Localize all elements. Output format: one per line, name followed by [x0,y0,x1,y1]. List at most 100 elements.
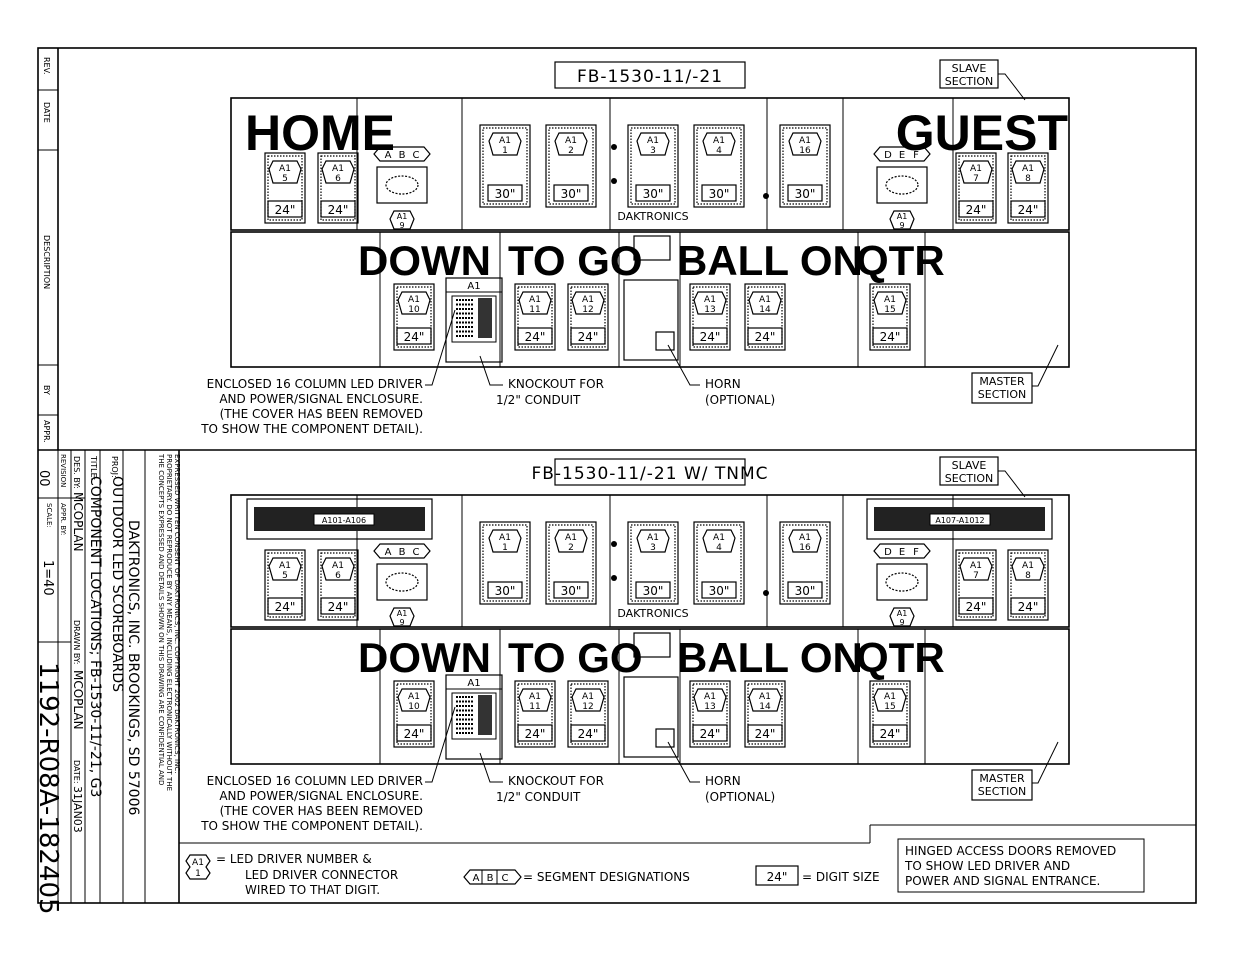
digit-led-area [1010,155,1046,221]
master-leader-line [1032,741,1059,784]
driver-id: A1 [529,295,541,305]
driver-id: A1 [397,212,408,221]
model-title-box [554,458,746,486]
digit-size: 30" [561,584,582,598]
digit-led-area [958,155,994,221]
driver-symbol-icon [185,854,211,880]
digit-led-area [396,286,432,348]
enclosure-leader-line [425,706,456,783]
driver-number: 16 [799,543,811,553]
digit-frame [955,549,997,621]
digit-led-area [320,155,356,221]
digit-led-area [267,155,303,221]
enclosure-note-3: (THE COVER HAS BEEN REMOVED [220,407,423,421]
digit-led-area [570,683,606,745]
upper-section [230,494,1070,628]
driver-number: 9 [899,618,904,627]
digit-frame [627,521,679,605]
model-title-box [554,61,746,89]
digit-size: 30" [795,187,816,201]
driver-number: 14 [759,702,771,712]
upper-section [230,97,1070,231]
driver-number: 9 [399,221,404,230]
digit-size-box [267,597,303,615]
digit-led-area [482,524,528,602]
driver-id: A1 [704,295,716,305]
driver-id: A1 [582,295,594,305]
segment-letter: F [913,547,919,558]
digit-led-area [747,286,783,348]
digit-frame [545,521,597,605]
segment-symbol-icon [463,869,522,885]
digit-size-box [787,581,823,599]
model-title: FB-1530-11/-21 W/ TNMC [531,464,768,484]
hinged-note-3: POWER AND SIGNAL ENTRANCE. [905,874,1100,888]
to-go-caption: TO GO [508,634,643,681]
driver-tag-icon [959,160,993,184]
segment-label-icon [873,146,931,162]
digit-size: 24" [328,203,349,217]
segment-letter: E [899,150,905,161]
legend-seg-c: C [502,873,509,884]
driver-number: 9 [399,618,404,627]
digit-frame [264,152,306,224]
digit-size-box [692,327,728,345]
driver-tag-icon [788,132,822,156]
brand-name: DAKTRONICS [617,210,688,223]
model-title: FB-1530-11/-21 [577,67,723,87]
ball-on-caption: BALL ON [677,237,863,284]
legend-driver-text-2: LED DRIVER CONNECTOR [245,868,398,882]
tnmc-left-label: A101-A106 [322,516,366,525]
appr-by-label: APPR. BY: [59,503,67,535]
digit-frame [779,124,831,208]
driver-enclosure: A1 [445,277,503,363]
to-go-caption: TO GO [508,237,643,284]
digit-size-box [320,597,356,615]
tnmc-right-label-box [929,513,991,526]
enclosure-leader-line [425,309,456,386]
drawing-number: 1192-R08A-182405 [33,662,63,915]
legend-driver-bottom: 1 [195,869,201,879]
driver-number: 5 [282,174,288,184]
driver-number: 15 [884,702,895,712]
colon-dot [611,178,617,184]
revision-number: 00 [36,470,51,487]
decimal-dot [763,590,769,596]
digit-frame [744,680,786,748]
digit-led-area [570,286,606,348]
master-label-box [971,769,1033,801]
driver-id: A1 [408,295,420,305]
digit-size-box [553,184,589,202]
enclosure-frame [445,277,503,363]
driver-tag-icon [889,210,915,230]
driver-number: 12 [582,702,593,712]
driver-number: 12 [582,305,593,315]
digit-frame [1007,549,1049,621]
driver-id: A1 [799,533,811,543]
segment-label-icon [873,543,931,559]
digit-size: 24" [700,727,721,741]
segment-letter: C [413,150,420,161]
driver-tag-icon [636,132,670,156]
digit-led-area [517,286,553,348]
segment-letter: D [884,547,892,558]
segment-frame [376,166,428,204]
title-label: TITLE: [89,455,98,480]
digit-frame [545,124,597,208]
ball-on-caption: BALL ON [677,634,863,681]
decimal-dot [763,193,769,199]
notice-line-2: PROPRIETARY. DO NOT REPRODUCE BY ANY MEA… [165,454,173,791]
revision-block: REV. DATE DESCRIPTION BY APPR. [42,57,51,443]
driver-number: 8 [1025,174,1031,184]
legend-driver-text-3: WIRED TO THAT DIGIT. [245,883,380,897]
driver-tag-icon [518,291,552,315]
enclosure-note-3: (THE COVER HAS BEEN REMOVED [220,804,423,818]
